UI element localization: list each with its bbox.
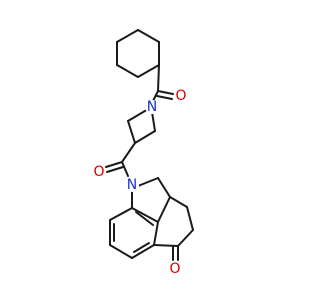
molecule-canvas: N O O N O: [92, 29, 194, 277]
nitrogen-atom: N: [145, 99, 159, 115]
bond: [116, 64, 139, 78]
atom-label-o: O: [175, 88, 186, 104]
bond: [157, 196, 171, 223]
bond: [153, 221, 159, 246]
bonds: [105, 29, 194, 261]
bond: [157, 177, 171, 198]
molecule-structure: N O O N O: [92, 29, 194, 277]
bond: [177, 229, 194, 247]
bond: [127, 120, 136, 144]
bond: [137, 64, 160, 78]
bond: [109, 244, 133, 259]
bond: [137, 177, 159, 187]
nitrogen-atom: N: [125, 177, 139, 193]
bond: [133, 242, 150, 253]
bond: [121, 161, 129, 177]
atom-labels: N O O N O: [92, 88, 188, 277]
atom-label-o: O: [93, 164, 104, 180]
bond: [156, 95, 173, 100]
bond: [169, 196, 188, 208]
oxygen-atom: O: [92, 164, 106, 180]
bond: [116, 29, 139, 43]
bond: [186, 206, 194, 231]
bond: [131, 244, 155, 259]
atom-label-n: N: [127, 177, 137, 193]
oxygen-atom: O: [174, 88, 188, 104]
bond: [151, 111, 156, 132]
atom-label-o: O: [169, 261, 180, 277]
bond: [109, 207, 133, 221]
bond: [157, 90, 174, 95]
bond: [134, 130, 156, 144]
bond: [121, 142, 136, 163]
bond: [137, 29, 160, 43]
atom-label-n: N: [147, 99, 157, 115]
bond: [131, 207, 159, 223]
bond: [106, 166, 124, 173]
bond: [105, 161, 123, 168]
bond: [135, 211, 154, 226]
bond: [157, 64, 160, 92]
bond: [153, 244, 179, 247]
oxygen-atom: O: [168, 261, 182, 277]
